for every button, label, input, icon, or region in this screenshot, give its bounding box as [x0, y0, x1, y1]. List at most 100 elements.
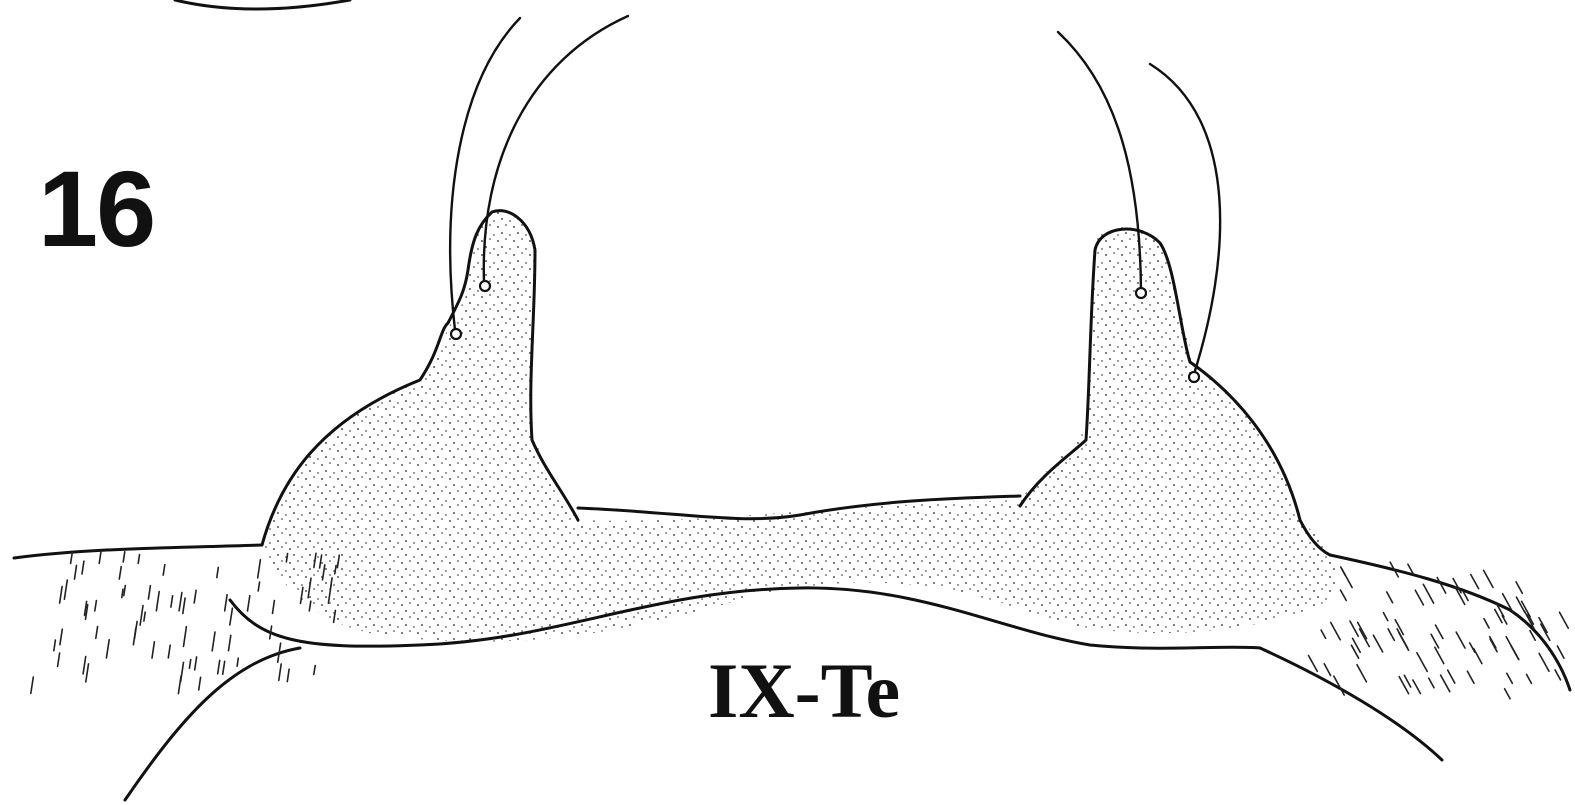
lower-segment-outline — [123, 646, 1444, 802]
hatch-stroke — [81, 560, 85, 575]
hatch-stroke — [236, 657, 240, 668]
hatch-stroke — [327, 583, 333, 605]
hatch-stroke — [1320, 629, 1327, 640]
hatch-stroke — [1358, 628, 1370, 648]
hatch-stroke — [1455, 631, 1466, 649]
structure-label: IX-Te — [708, 647, 900, 734]
hatch-stroke — [105, 638, 110, 659]
hatch-stroke — [1466, 670, 1475, 685]
hatch-stroke — [69, 551, 74, 565]
hatch-stroke — [211, 631, 216, 652]
hatch-stroke — [82, 655, 87, 675]
hatch-stroke — [308, 600, 312, 612]
hatch-stroke — [318, 554, 323, 569]
hatch-stroke — [1515, 580, 1524, 595]
right-hatching — [1307, 561, 1570, 700]
left-inner-seta-socket — [478, 279, 492, 293]
tergite-plate — [262, 211, 1336, 642]
hatch-stroke — [1350, 644, 1360, 660]
hatch-stroke — [1503, 687, 1511, 700]
hatch-stroke — [193, 589, 197, 604]
hatch-stroke — [286, 668, 290, 683]
hatch-stroke — [29, 676, 35, 695]
hatch-stroke — [299, 586, 304, 605]
hatch-stroke — [1416, 651, 1428, 673]
hatch-stroke — [170, 594, 174, 608]
hatch-stroke — [313, 552, 317, 569]
hatch-stroke — [122, 550, 126, 563]
hatch-stroke — [271, 599, 276, 615]
hatch-stroke — [1482, 569, 1494, 589]
hatch-stroke — [1428, 677, 1435, 689]
hatch-stroke — [1523, 610, 1535, 630]
hatch-stroke — [1351, 637, 1361, 654]
hatch-stroke — [73, 564, 78, 580]
adjacent-segment-arc — [173, 0, 352, 11]
hatch-stroke — [182, 597, 186, 615]
hatch-stroke — [285, 552, 289, 563]
hatch-stroke — [137, 553, 141, 565]
hatch-stroke — [1538, 652, 1550, 673]
hatch-stroke — [94, 599, 98, 612]
left-base-line — [12, 543, 264, 560]
hatch-stroke — [155, 590, 160, 612]
hatch-stroke — [268, 625, 273, 640]
hatch-stroke — [333, 564, 337, 575]
left-lobe-outline — [260, 209, 580, 547]
hatch-stroke — [1349, 620, 1359, 637]
hatch-stroke — [188, 658, 192, 670]
hatch-stroke — [84, 603, 89, 621]
hatch-stroke — [121, 588, 124, 599]
hatch-stroke — [227, 634, 232, 652]
hatch-stroke — [276, 642, 282, 664]
hatch-stroke — [193, 656, 198, 671]
hatch-stroke — [1387, 628, 1396, 642]
hatch-stroke — [1323, 662, 1332, 677]
hatch-stroke — [151, 640, 156, 659]
hatch-stroke — [1422, 583, 1435, 604]
hatch-stroke — [179, 661, 185, 683]
hatch-stroke — [1483, 617, 1490, 629]
hatch-stroke — [98, 549, 102, 565]
hatch-stroke — [1356, 663, 1368, 683]
hatch-stroke — [223, 593, 228, 612]
hatch-stroke — [216, 566, 220, 579]
hatch-stroke — [1394, 618, 1405, 636]
left-outer-seta — [449, 16, 522, 332]
hatch-stroke — [197, 676, 202, 691]
hatch-stroke — [1525, 673, 1533, 685]
hatch-stroke — [1506, 672, 1514, 685]
hatch-stroke — [52, 639, 57, 652]
hatch-stroke — [277, 663, 283, 682]
hatch-stroke — [312, 664, 317, 676]
hatch-stroke — [1407, 563, 1414, 575]
hatch-stroke — [221, 660, 226, 676]
hatch-stroke — [1430, 633, 1440, 649]
hatch-stroke — [1333, 675, 1345, 696]
hatch-stroke — [147, 584, 152, 600]
hatch-stroke — [1462, 590, 1469, 602]
left-inner-seta — [482, 14, 630, 284]
hatch-stroke — [1538, 616, 1548, 634]
hatch-stroke — [1454, 586, 1466, 606]
hatch-stroke — [307, 577, 312, 599]
hatch-stroke — [1501, 614, 1508, 625]
hatch-stroke — [162, 563, 166, 576]
hatch-stroke — [1385, 591, 1394, 604]
hatch-stroke — [56, 652, 61, 668]
hatch-stroke — [118, 565, 122, 580]
hatch-stroke — [256, 558, 262, 579]
right-outer-seta-socket — [1187, 370, 1201, 384]
hatch-stroke — [332, 609, 337, 624]
hatch-stroke — [1529, 629, 1536, 642]
hatch-stroke — [1472, 647, 1483, 665]
hatch-stroke — [85, 663, 90, 683]
hatch-stroke — [336, 554, 341, 569]
hatch-stroke — [1398, 631, 1410, 652]
hatch-stroke — [1510, 644, 1520, 661]
hatch-stroke — [1356, 621, 1368, 640]
tergite-lower-edge — [228, 586, 1262, 650]
hatch-stroke — [1515, 596, 1526, 614]
hatch-stroke — [1339, 589, 1347, 602]
